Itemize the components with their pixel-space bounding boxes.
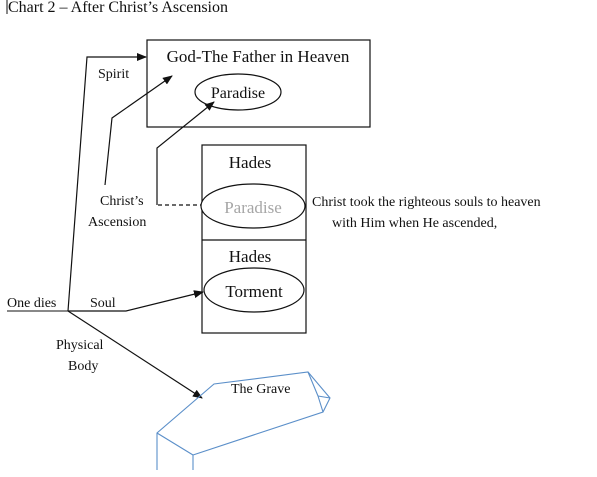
body-arrow [67, 310, 203, 399]
paradise-hades-label: Paradise [224, 198, 282, 217]
note-line-1: Christ took the righteous souls to heave… [312, 195, 541, 210]
paradise-heaven-label: Paradise [211, 85, 265, 102]
soul-label: Soul [90, 296, 116, 311]
hades-top-label: Hades [229, 153, 271, 172]
hades-box [201, 144, 307, 334]
heaven-label: God-The Father in Heaven [167, 47, 350, 66]
one-dies-label: One dies [7, 296, 56, 311]
soul-arrow [68, 290, 204, 312]
heaven-box [146, 39, 371, 128]
grave-label: The Grave [231, 382, 290, 397]
paradise-transfer-arrow [156, 101, 215, 205]
physical-label-line-1: Physical [56, 338, 104, 353]
ascension-label-line-1: Christ’s [100, 194, 144, 209]
torment-label: Torment [225, 282, 283, 301]
spirit-arrow [67, 53, 147, 312]
ascension-label-line-2: Ascension [88, 215, 146, 230]
ascension-arrow [104, 75, 173, 186]
paradise-hades-ellipse [200, 183, 306, 229]
note-line-2: with Him when He ascended, [332, 216, 497, 231]
torment-ellipse [203, 267, 305, 313]
grave-coffin [156, 371, 331, 470]
hades-bottom-label: Hades [229, 247, 271, 266]
paradise-heaven-ellipse [194, 73, 282, 111]
spirit-label: Spirit [98, 67, 129, 82]
chart-title: Chart 2 – After Christ’s Ascension [8, 0, 228, 16]
physical-label-line-2: Body [68, 359, 98, 374]
